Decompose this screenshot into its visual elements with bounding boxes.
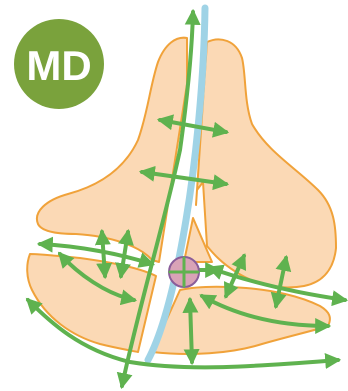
center-marker (169, 257, 199, 287)
lower-right-lobe (152, 287, 330, 354)
center-vertical-arrow (190, 300, 192, 362)
md-badge: MD (14, 19, 104, 109)
lower-left-lobe (27, 254, 156, 352)
upper-right-lobe (196, 39, 336, 287)
badge-label: MD (26, 42, 91, 89)
